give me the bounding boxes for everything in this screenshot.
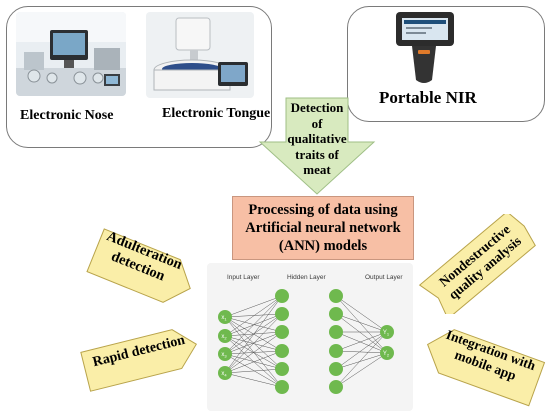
connection-line: [224, 313, 283, 318]
connection-line: [224, 313, 283, 374]
detection-arrow: [258, 97, 376, 195]
input-node-label: x1: [221, 315, 227, 322]
connection-line: [335, 331, 388, 388]
hidden-node: [329, 344, 343, 358]
detection-line: meat: [303, 162, 331, 177]
hidden-node: [275, 325, 289, 339]
connection-line: [224, 295, 283, 355]
connection-line: [224, 372, 283, 388]
input-layer-label: Input Layer: [227, 274, 260, 281]
rapid-detection-tag: [80, 329, 197, 392]
output-node: [380, 325, 394, 339]
hidden-node: [329, 380, 343, 394]
input-node-label: x2: [221, 334, 227, 341]
hidden-node: [329, 289, 343, 303]
connection-line: [224, 316, 283, 388]
connection-line: [335, 295, 388, 354]
connection-line: [224, 295, 283, 374]
connection-line: [335, 352, 388, 388]
processing-line: Artificial neural network: [245, 220, 401, 236]
connection-line: [335, 331, 388, 370]
input-node-label: x4: [221, 371, 227, 378]
connection-line: [335, 331, 388, 354]
connection-line: [335, 331, 388, 352]
connection-line: [224, 368, 283, 374]
processing-line: Processing of data using: [248, 202, 398, 218]
detection-text: Detection of qualitative traits of meat: [280, 100, 354, 178]
input-node: [218, 366, 232, 380]
integration-tag: [426, 329, 546, 407]
hidden-node: [329, 362, 343, 376]
connection-line: [335, 313, 388, 354]
connection-line: [224, 295, 283, 318]
connection-line: [224, 353, 283, 388]
portable-nir-label: Portable NIR: [379, 88, 477, 107]
detection-line: traits of: [295, 146, 339, 162]
adulteration-tag: [86, 228, 191, 303]
hidden-node: [275, 380, 289, 394]
hidden-node: [275, 362, 289, 376]
electronic-nose-photo: [16, 12, 126, 96]
connection-line: [224, 331, 283, 374]
electronic-tongue-label: Electronic Tongue: [162, 106, 271, 121]
connection-line: [224, 331, 283, 355]
input-node-label: x3: [221, 352, 227, 359]
output-layer-label: Output Layer: [365, 274, 403, 281]
portable-nir-device-photo: [392, 10, 458, 86]
connection-line: [335, 295, 388, 333]
hidden-layer-label: Hidden Layer: [287, 274, 326, 281]
hidden-node: [275, 289, 289, 303]
hidden-node: [329, 325, 343, 339]
hidden-node: [275, 344, 289, 358]
hidden-node: [275, 307, 289, 321]
nondestructive-tag: [418, 214, 536, 314]
output-node: [380, 346, 394, 360]
input-node: [218, 329, 232, 343]
electronic-nose-label: Electronic Nose: [20, 108, 114, 123]
connection-line: [335, 352, 388, 370]
input-node: [218, 347, 232, 361]
connection-line: [224, 313, 283, 355]
connection-line: [335, 313, 388, 333]
output-node-label: Y2: [383, 351, 390, 358]
processing-box: Processing of data using Artificial neur…: [232, 196, 414, 260]
connection-line: [224, 353, 283, 370]
detection-line: of: [311, 115, 323, 131]
connection-line: [335, 350, 388, 354]
detection-line: qualitative: [287, 131, 347, 146]
detection-line: Detection: [290, 100, 344, 115]
connection-line: [224, 295, 283, 337]
hidden-node: [329, 307, 343, 321]
connection-line: [224, 350, 283, 374]
input-node: [218, 310, 232, 324]
output-node-label: Y1: [383, 330, 390, 337]
connection-line: [224, 316, 283, 333]
processing-line: (ANN) models: [278, 238, 368, 254]
electronic-tongue-photo: [146, 12, 254, 98]
